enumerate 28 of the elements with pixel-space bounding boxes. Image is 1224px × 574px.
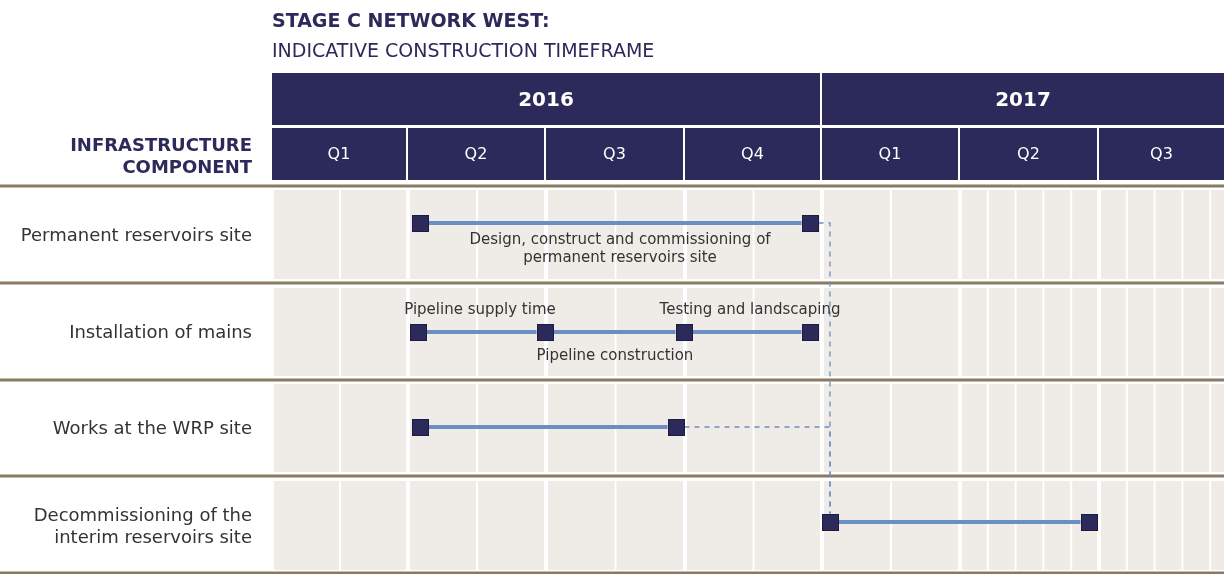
year-header: 2016 (272, 73, 820, 125)
task-label: Testing and landscaping (658, 300, 842, 318)
row-label: Decommissioning of the interim reservoirs site (32, 502, 252, 549)
task-bar (838, 520, 1081, 524)
row-label: Permanent reservoirs site (19, 222, 252, 247)
quarter-header: Q4 (685, 128, 820, 180)
task-label: Pipeline construction (535, 346, 695, 364)
year-header: 2017 (822, 73, 1224, 125)
quarter-header: Q3 (546, 128, 683, 180)
quarter-header: Q2 (960, 128, 1097, 180)
title: STAGE C NETWORK WEST: (272, 8, 550, 33)
row-label: Installation of mains (68, 320, 252, 345)
task-bar (553, 330, 676, 334)
milestone-marker (821, 513, 839, 531)
row-label: Works at the WRP site (51, 416, 252, 441)
task-bar (428, 221, 802, 225)
dependency-line (683, 426, 831, 515)
task-bar (692, 330, 802, 334)
quarter-header: Q1 (272, 128, 406, 180)
subtitle: INDICATIVE CONSTRUCTION TIMEFRAME (272, 37, 656, 63)
quarter-header: Q2 (408, 128, 544, 180)
task-bar (426, 330, 537, 334)
task-bar (428, 425, 668, 429)
task-label: Design, construct and commissioning of permanent reservoirs site (468, 230, 772, 266)
quarter-header: Q1 (822, 128, 958, 180)
task-label: Pipeline supply time (403, 300, 557, 318)
column-heading: INFRASTRUCTURE COMPONENT (69, 133, 252, 179)
quarter-header: Q3 (1099, 128, 1224, 180)
